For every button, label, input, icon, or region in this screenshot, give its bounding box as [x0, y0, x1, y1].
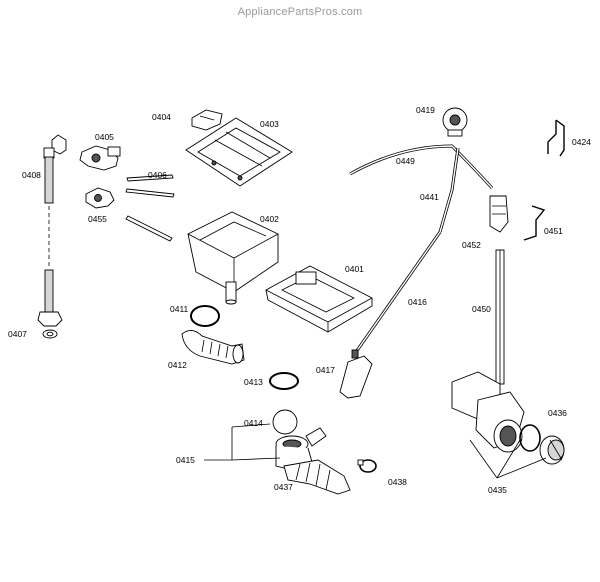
label-0403: 0403: [260, 119, 279, 129]
label-0419: 0419: [416, 105, 435, 115]
part-0451-bracket[interactable]: [523, 205, 546, 241]
label-0435: 0435: [488, 485, 507, 495]
label-0406: 0406: [148, 170, 167, 180]
label-0415: 0415: [176, 455, 195, 465]
part-0412-bellows[interactable]: [181, 330, 245, 365]
part-0401-drawer[interactable]: [265, 265, 373, 333]
label-0412: 0412: [168, 360, 187, 370]
label-0452: 0452: [462, 240, 481, 250]
label-0413: 0413: [244, 377, 263, 387]
part-0417-air-chamber[interactable]: [339, 349, 373, 399]
label-0408: 0408: [22, 170, 41, 180]
label-0436: 0436: [548, 408, 567, 418]
label-0424: 0424: [572, 137, 591, 147]
watermark: AppliancePartsPros.com: [237, 6, 363, 18]
part-0402-housing[interactable]: [187, 211, 279, 305]
part-0405-valve[interactable]: [79, 145, 121, 171]
label-0449: 0449: [396, 156, 415, 166]
label-0451: 0451: [544, 226, 563, 236]
part-0436-filter-cap[interactable]: [539, 435, 565, 465]
part-0435-drain-pump[interactable]: [451, 371, 541, 453]
label-0414: 0414: [244, 418, 263, 428]
label-0404: 0404: [152, 112, 171, 122]
part-0407-washer[interactable]: [42, 329, 58, 339]
part-labels: 0405 0404 0403 0408 0406 0455 0402 0401 …: [8, 105, 591, 495]
label-0407: 0407: [8, 329, 27, 339]
part-0414-ball[interactable]: [272, 409, 298, 435]
part-0437-bellows[interactable]: [283, 459, 351, 495]
leader-lines: [204, 423, 547, 479]
part-0441-tube[interactable]: [438, 147, 460, 233]
label-0441: 0441: [420, 192, 439, 202]
part-0424-bracket[interactable]: [547, 119, 565, 157]
part-0406-rods[interactable]: [125, 174, 175, 242]
part-0438-clamp[interactable]: [357, 459, 377, 473]
part-0403-frame[interactable]: [185, 117, 293, 187]
part-0408-hose[interactable]: [37, 134, 67, 327]
label-0405: 0405: [95, 132, 114, 142]
label-0417: 0417: [316, 365, 335, 375]
part-0419-pressure-switch[interactable]: [442, 107, 468, 137]
label-0450: 0450: [472, 304, 491, 314]
label-0401: 0401: [345, 264, 364, 274]
label-0437: 0437: [274, 482, 293, 492]
part-0404-bracket[interactable]: [191, 109, 223, 131]
part-0450-tube[interactable]: [495, 249, 505, 385]
label-0411: 0411: [170, 304, 189, 314]
part-0455-valve[interactable]: [85, 187, 115, 209]
part-0413-ring[interactable]: [269, 372, 299, 390]
part-0416-hose[interactable]: [354, 231, 442, 353]
label-0402: 0402: [260, 214, 279, 224]
part-0411-ring[interactable]: [190, 305, 220, 327]
part-0449-tube[interactable]: [349, 144, 494, 190]
part-0452-connector[interactable]: [489, 195, 509, 233]
label-0416: 0416: [408, 297, 427, 307]
label-0455: 0455: [88, 214, 107, 224]
label-0438: 0438: [388, 477, 407, 487]
